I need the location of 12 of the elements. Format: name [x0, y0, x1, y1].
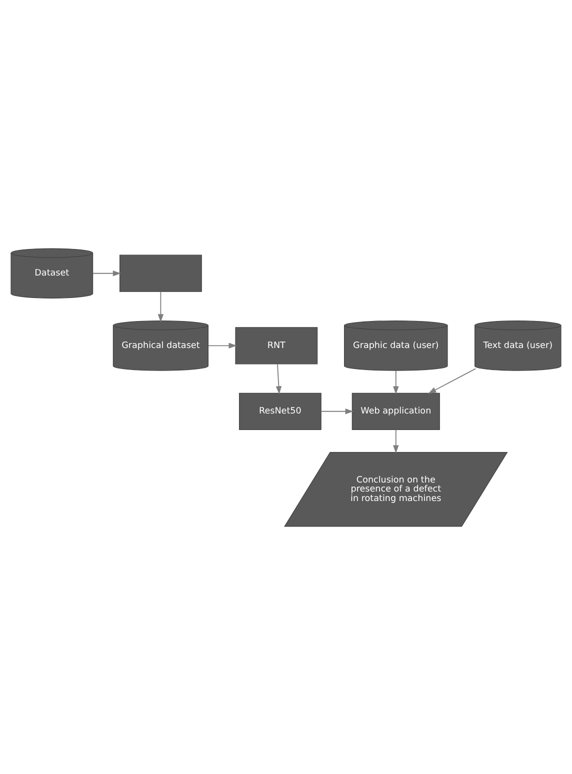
arrow	[393, 428, 399, 453]
arrow	[158, 290, 164, 322]
node-box: Web application	[352, 392, 440, 430]
arrow	[393, 370, 399, 394]
arrow	[320, 408, 354, 414]
arrow	[276, 362, 282, 394]
node-box	[120, 254, 202, 292]
node-box: ResNet50	[239, 392, 322, 430]
node-box: RNT	[235, 326, 318, 364]
arrow	[208, 342, 237, 348]
arrow	[428, 368, 476, 394]
arrow	[92, 270, 122, 276]
